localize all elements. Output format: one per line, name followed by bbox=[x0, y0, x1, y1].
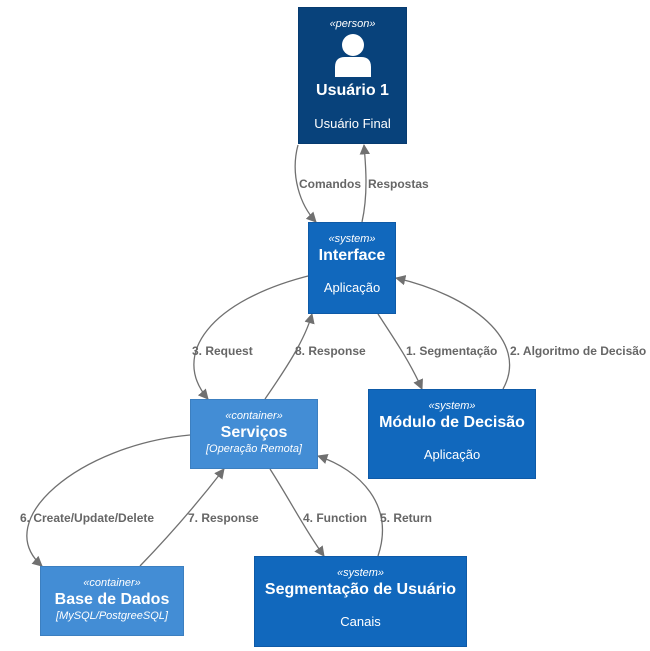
edge-return bbox=[317, 454, 383, 557]
edge-request bbox=[193, 274, 313, 400]
edge-segmentacao bbox=[377, 313, 423, 390]
node-title: Interface bbox=[318, 247, 386, 264]
node-technology: [MySQL/PostgreeSQL] bbox=[56, 610, 168, 622]
edge-label-request: 3. Request bbox=[192, 344, 253, 358]
node-segmentacao-usuario: «system» Segmentação de Usuário Canais bbox=[254, 556, 467, 647]
edge-algoritmo bbox=[394, 275, 510, 390]
edge-label-comandos: Comandos bbox=[299, 177, 362, 191]
edge-label-crud: 6. Create/Update/Delete bbox=[20, 511, 155, 525]
node-stereotype: «person» bbox=[329, 18, 376, 30]
node-technology: [Operação Remota] bbox=[206, 443, 302, 455]
node-title: Usuário 1 bbox=[316, 82, 389, 99]
edge-response-7 bbox=[139, 468, 225, 567]
person-icon bbox=[334, 34, 371, 77]
node-description: Canais bbox=[340, 614, 381, 629]
node-servicos: «container» Serviços [Operação Remota] bbox=[190, 399, 318, 469]
node-description: Usuário Final bbox=[314, 116, 391, 131]
node-base-de-dados: «container» Base de Dados [MySQL/Postgre… bbox=[40, 566, 184, 636]
node-title: Segmentação de Usuário bbox=[264, 581, 457, 598]
node-stereotype: «system» bbox=[328, 233, 376, 245]
node-stereotype: «system» bbox=[428, 400, 476, 412]
edge-label-function: 4. Function bbox=[303, 511, 367, 525]
edge-function bbox=[269, 468, 325, 557]
node-stereotype: «container» bbox=[225, 410, 283, 422]
node-title: Serviços bbox=[220, 424, 288, 441]
node-description: Aplicação bbox=[323, 280, 381, 295]
edge-label-algoritmo: 2. Algoritmo de Decisão bbox=[510, 344, 647, 358]
node-title: Base de Dados bbox=[54, 591, 170, 608]
edge-label-response-7: 7. Response bbox=[188, 511, 259, 525]
edge-comandos bbox=[294, 144, 317, 223]
node-stereotype: «container» bbox=[83, 577, 141, 589]
edge-label-segmentacao: 1. Segmentação bbox=[406, 344, 498, 358]
node-modulo-decisao: «system» Módulo de Decisão Aplicação bbox=[368, 389, 536, 479]
edge-label-response-8: 8. Response bbox=[295, 344, 366, 358]
edge-label-respostas: Respostas bbox=[368, 177, 429, 191]
node-interface: «system» Interface Aplicação bbox=[308, 222, 396, 314]
node-stereotype: «system» bbox=[336, 567, 385, 579]
node-usuario: «person» Usuário 1 Usuário Final bbox=[298, 7, 407, 144]
edge-response-8 bbox=[264, 312, 315, 400]
edge-crud bbox=[26, 434, 191, 567]
edge-respostas bbox=[359, 143, 370, 223]
node-title: Módulo de Decisão bbox=[379, 414, 525, 431]
node-description: Aplicação bbox=[423, 447, 481, 462]
edge-label-return: 5. Return bbox=[380, 511, 433, 525]
